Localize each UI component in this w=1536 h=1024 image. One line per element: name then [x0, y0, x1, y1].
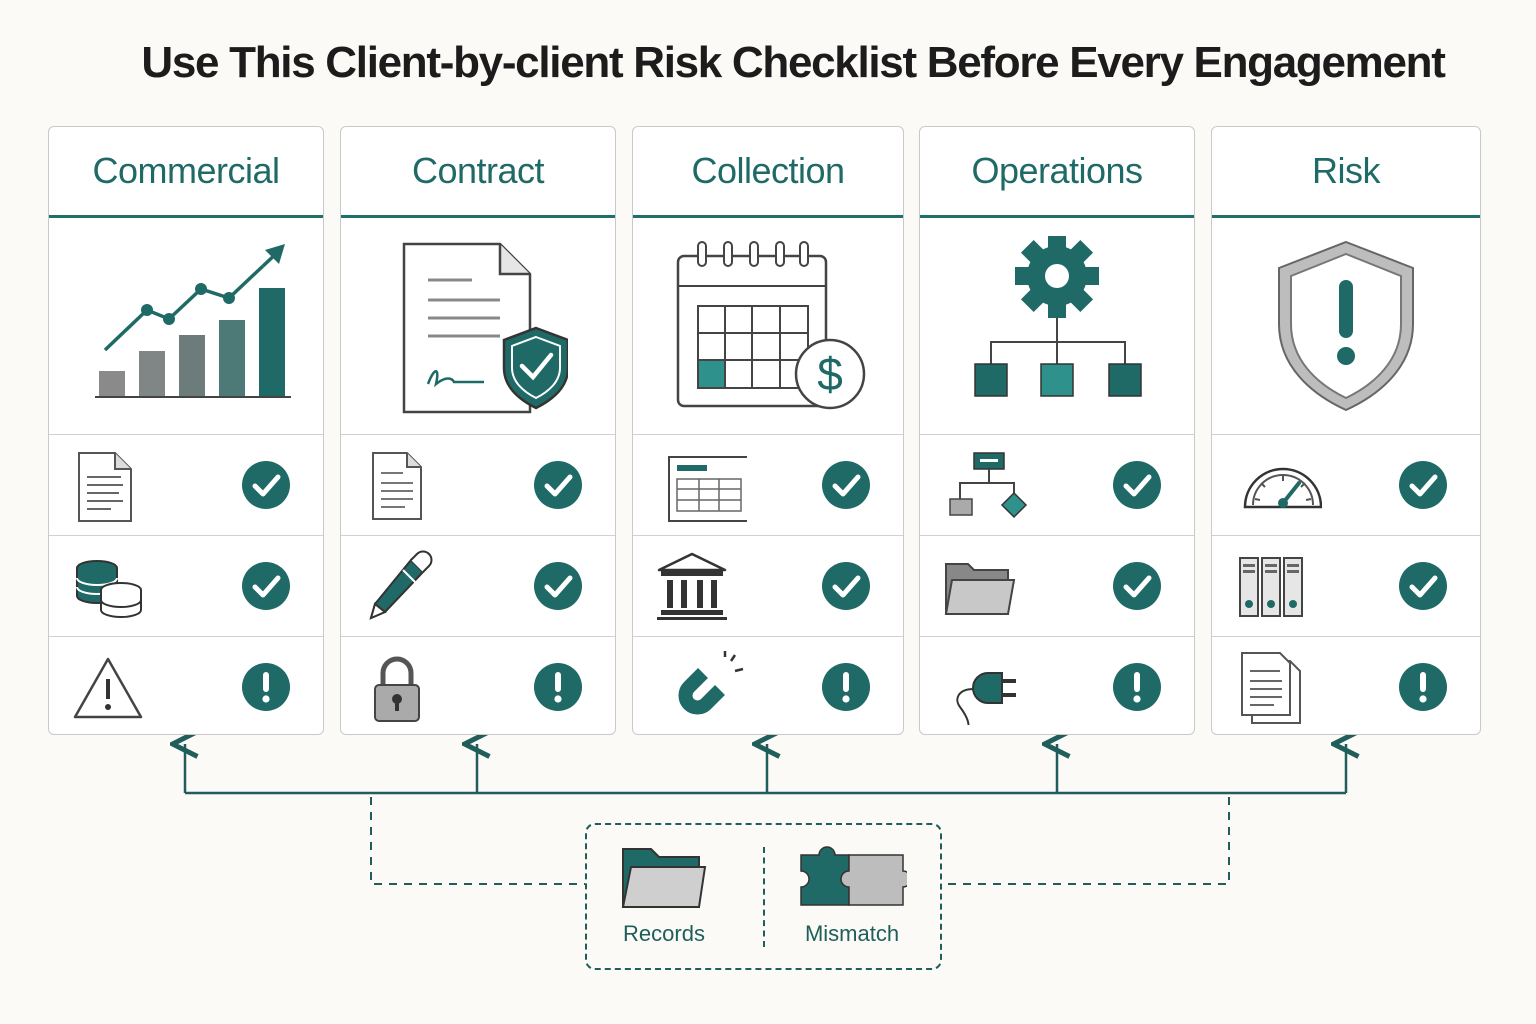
padlock-icon — [374, 656, 420, 722]
column-contract: Contract — [340, 126, 616, 735]
legend-records: Records — [599, 845, 729, 947]
checklist-row — [341, 435, 615, 536]
warning-triangle-icon — [73, 657, 143, 719]
check-circle-icon — [822, 562, 870, 610]
checklist-row — [1212, 637, 1480, 734]
check-circle-icon — [534, 562, 582, 610]
checklist-row — [920, 435, 1194, 536]
puzzle-pieces-icon — [800, 846, 907, 906]
checklist-row — [1212, 536, 1480, 637]
check-circle-icon — [1113, 562, 1161, 610]
pen-icon — [369, 550, 433, 620]
plug-icon — [956, 672, 1016, 725]
legend-divider — [763, 847, 765, 947]
folder-icon — [621, 848, 707, 908]
alert-circle-icon — [822, 663, 870, 711]
column-heading: Commercial — [49, 127, 323, 218]
flowchart-icon — [949, 452, 1028, 519]
column-heading: Collection — [633, 127, 903, 218]
shield-alert-icon — [1212, 218, 1480, 435]
legend-mismatch-label: Mismatch — [804, 921, 900, 946]
magnet-icon — [678, 651, 744, 715]
check-circle-icon — [242, 461, 290, 509]
alert-circle-icon — [1113, 663, 1161, 711]
document-icon — [78, 452, 132, 522]
legend-records-label: Records — [623, 921, 705, 946]
checklist-row — [920, 637, 1194, 734]
checklist-row — [49, 637, 323, 734]
column-collection: Collection $ — [632, 126, 904, 735]
checklist-row — [49, 536, 323, 637]
signed-contract-shield-icon — [341, 218, 615, 435]
checklist-row — [920, 536, 1194, 637]
gear-hierarchy-icon — [920, 218, 1194, 435]
checklist-row — [1212, 435, 1480, 536]
gauge-icon — [1243, 467, 1322, 509]
column-operations: Operations — [919, 126, 1195, 735]
svg-text:$: $ — [817, 348, 843, 400]
check-circle-icon — [1113, 461, 1161, 509]
coins-stack-icon — [76, 560, 142, 618]
check-circle-icon — [822, 461, 870, 509]
growth-chart-icon — [49, 218, 323, 435]
document-icon — [372, 452, 422, 520]
calendar-dollar-icon: $ — [633, 218, 903, 435]
legend-box: Records Mismatch — [585, 823, 942, 970]
column-heading: Contract — [341, 127, 615, 218]
checklist-row — [49, 435, 323, 536]
column-heading: Risk — [1212, 127, 1480, 218]
folder-icon — [944, 563, 1016, 615]
spreadsheet-icon — [668, 456, 747, 522]
binders-icon — [1239, 557, 1303, 617]
legend-mismatch: Mismatch — [787, 845, 917, 947]
alert-circle-icon — [534, 663, 582, 711]
column-risk: Risk — [1211, 126, 1481, 735]
check-circle-icon — [1399, 461, 1447, 509]
check-circle-icon — [534, 461, 582, 509]
alert-circle-icon — [1399, 663, 1447, 711]
checklist-row — [633, 536, 903, 637]
check-circle-icon — [1399, 562, 1447, 610]
check-circle-icon — [242, 562, 290, 610]
documents-stack-icon — [1241, 652, 1301, 724]
checklist-row — [633, 637, 903, 734]
alert-circle-icon — [242, 663, 290, 711]
checklist-row — [633, 435, 903, 536]
checklist-row — [341, 637, 615, 734]
checklist-row — [341, 536, 615, 637]
page-title: Use This Client-by-client Risk Checklist… — [141, 38, 1446, 87]
column-heading: Operations — [920, 127, 1194, 218]
bank-icon — [657, 552, 727, 620]
column-commercial: Commercial — [48, 126, 324, 735]
